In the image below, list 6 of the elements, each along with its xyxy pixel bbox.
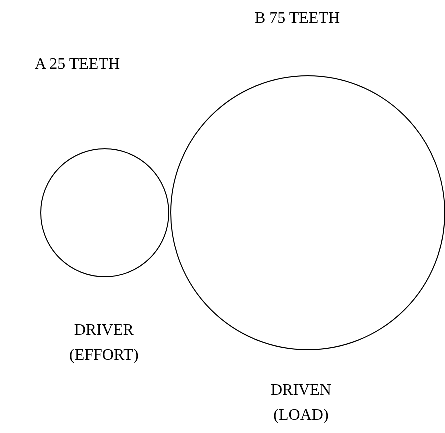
role-label: DRIVEN (LOAD) <box>271 381 332 426</box>
teeth-label: B 75 TEETH <box>255 9 340 29</box>
role-label: DRIVER (EFFORT) <box>70 321 139 366</box>
teeth-label: A 25 TEETH <box>35 55 120 75</box>
gear-outline <box>170 75 445 351</box>
gear-outline <box>40 148 170 278</box>
